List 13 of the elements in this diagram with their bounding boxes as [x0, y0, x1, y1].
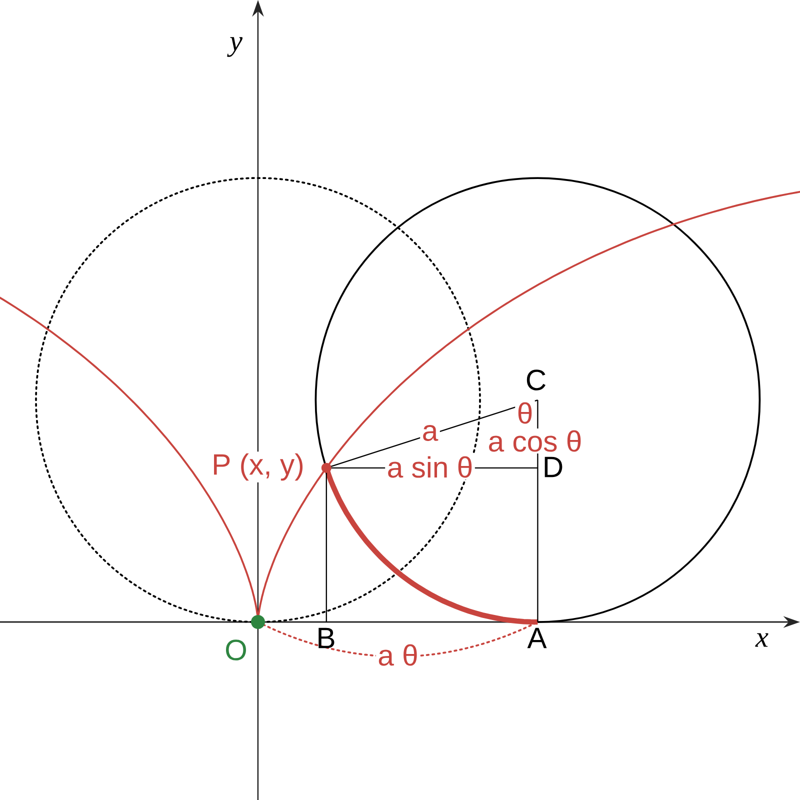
axis-label: x — [755, 633, 768, 647]
point-label: O — [226, 640, 246, 660]
axis-label: y — [227, 37, 242, 57]
length-label: a — [420, 423, 440, 443]
point-label: B — [318, 628, 334, 648]
length-label: a θ — [376, 642, 420, 668]
point-label: A — [527, 628, 547, 648]
length-label: a cos θ — [486, 428, 584, 454]
angle-label: θ — [515, 400, 535, 426]
length-label: a sin θ — [385, 454, 475, 480]
point-label: C — [526, 370, 546, 390]
point-label: D — [544, 456, 562, 478]
point-label: P (x, y) — [210, 452, 306, 482]
